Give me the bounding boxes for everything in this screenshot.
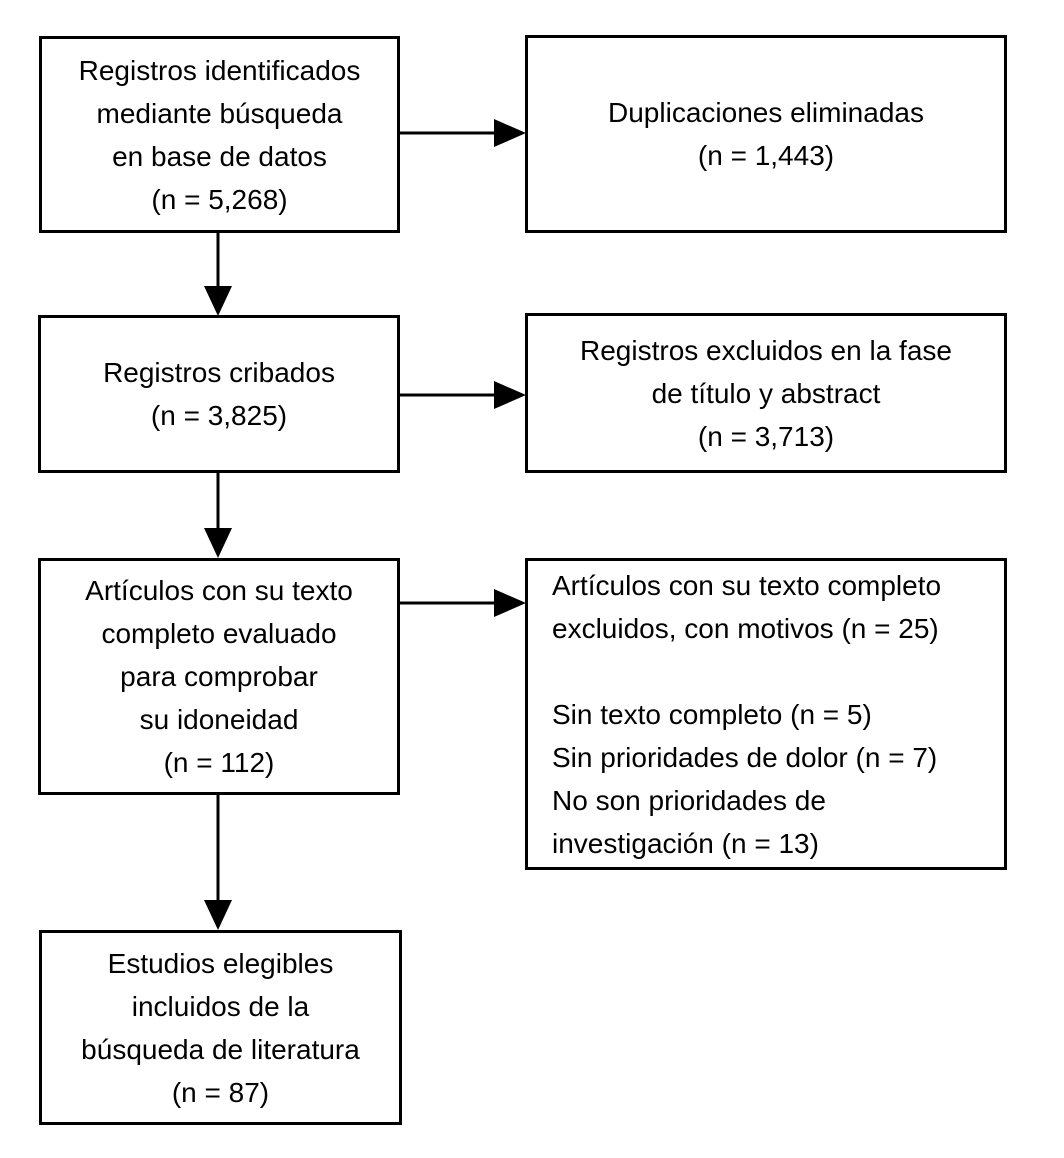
box-fulltext-assessed: Artículos con su texto completo evaluado…	[38, 558, 400, 795]
box-records-screened: Registros cribados (n = 3,825)	[38, 315, 400, 473]
box-studies-included-text: Estudios elegibles incluidos de la búsqu…	[81, 947, 360, 1108]
box-fulltext-excluded-reasons: Artículos con su texto completo excluido…	[525, 558, 1007, 870]
arrow-screened-to-excluded	[400, 381, 526, 409]
box-duplicates-removed: Duplicaciones eliminadas (n = 1,443)	[525, 35, 1007, 233]
box-fulltext-excluded-reasons-text: Artículos con su texto completo excluido…	[552, 569, 942, 859]
box-identified-records: Registros identificados mediante búsqued…	[39, 36, 400, 233]
arrow-fulltext-to-ft-excluded	[400, 589, 526, 617]
box-excluded-title-abstract-text: Registros excluidos en la fase de título…	[580, 334, 952, 452]
box-records-screened-text: Registros cribados (n = 3,825)	[103, 357, 335, 431]
arrow-fulltext-to-included	[204, 795, 232, 930]
arrow-identified-to-duplicates	[400, 119, 526, 147]
box-studies-included: Estudios elegibles incluidos de la búsqu…	[39, 930, 402, 1125]
box-fulltext-assessed-text: Artículos con su texto completo evaluado…	[85, 575, 353, 778]
box-identified-records-text: Registros identificados mediante búsqued…	[78, 54, 361, 215]
box-duplicates-removed-text: Duplicaciones eliminadas (n = 1,443)	[608, 97, 924, 171]
arrow-screened-to-fulltext	[204, 473, 232, 558]
box-excluded-title-abstract: Registros excluidos en la fase de título…	[525, 313, 1007, 473]
arrow-identified-to-screened	[204, 232, 232, 316]
